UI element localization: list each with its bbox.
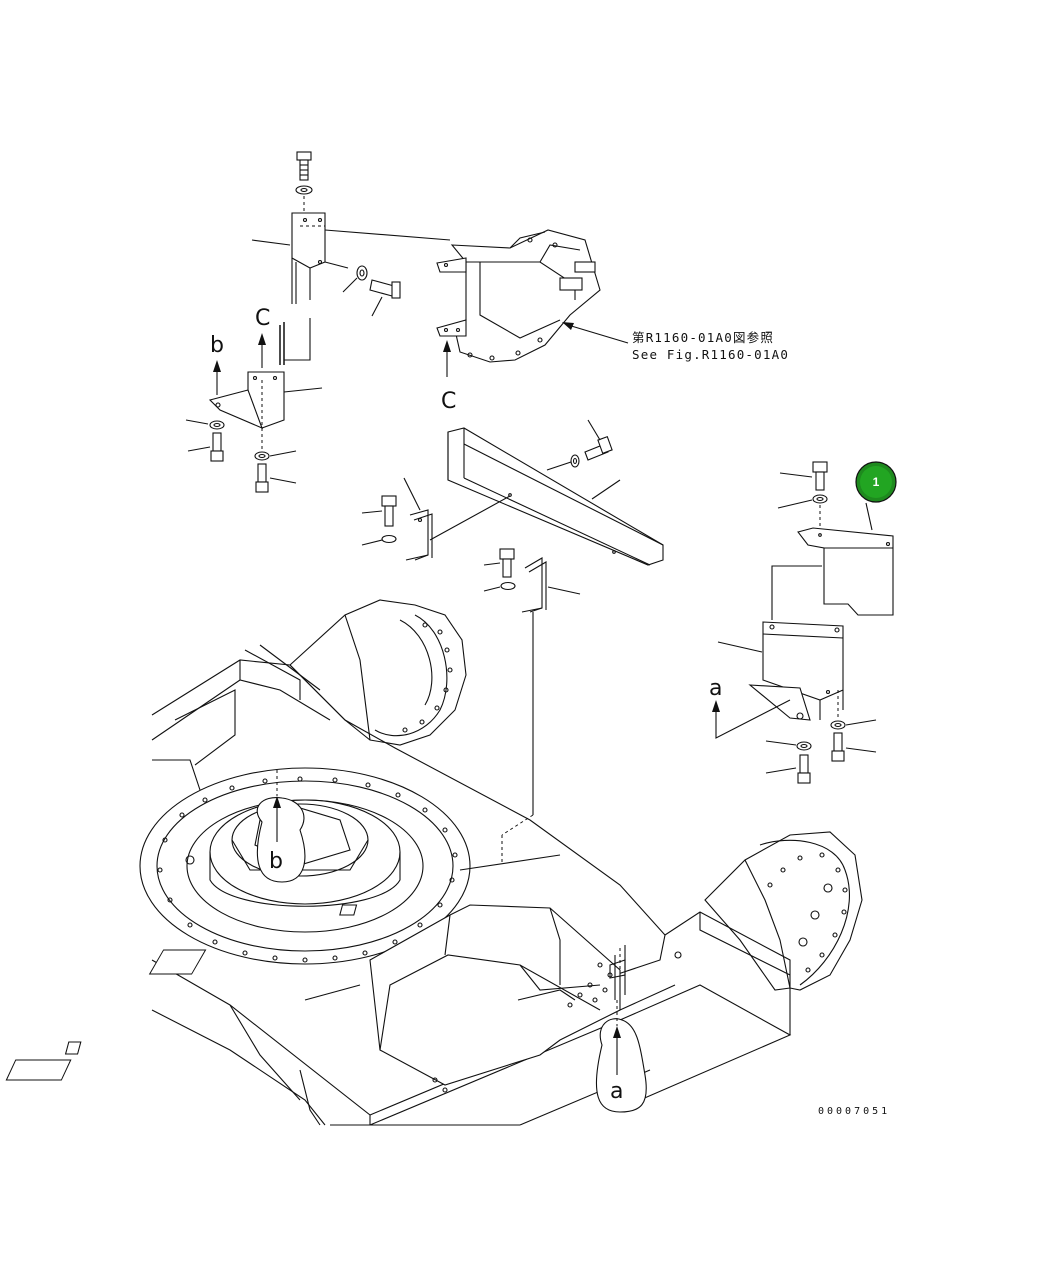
reference-cover-assembly: [436, 229, 601, 363]
boss-holes-right: [767, 852, 848, 973]
cover-plate-part-1: [797, 527, 894, 616]
left-washer-1: [209, 420, 225, 430]
main-frame: b: [5, 599, 863, 1126]
view-label-b: b: [210, 333, 224, 358]
view-label-c-lower: C: [441, 389, 456, 414]
swing-circle-holes: [157, 776, 458, 963]
reference-note-ja: 第R1160-01A0図参照: [632, 330, 774, 345]
callout-number: 1: [873, 475, 880, 489]
right-bolt-1: [831, 732, 845, 762]
view-arrow-c-lower: C: [441, 340, 456, 414]
beam-bolt: [584, 436, 613, 461]
view-arrow-a-right: a: [709, 676, 791, 739]
frame-marker-b: b: [256, 770, 306, 883]
right-bolt-2: [797, 754, 811, 784]
mid-bracket-right: [521, 557, 547, 613]
upper-washer: [295, 185, 313, 195]
boss-holes-left: [402, 622, 453, 733]
mid-washer-right: [500, 581, 516, 591]
view-arrow-b-upper: b: [210, 333, 224, 395]
side-bolt: [369, 279, 401, 299]
right-bolt-top: [812, 461, 828, 491]
document-code: 00007051: [818, 1106, 890, 1117]
left-bolt-2: [255, 463, 269, 493]
upper-bracket-plate: [291, 212, 326, 304]
beam-washer: [570, 454, 580, 468]
left-washer-2: [254, 451, 270, 461]
mid-washer-left: [381, 534, 397, 544]
lower-left-bracket: [208, 371, 323, 450]
mid-bracket-left: [405, 509, 433, 561]
left-bolt-1: [210, 432, 224, 462]
side-washer: [356, 265, 368, 281]
mid-bolt-right: [499, 548, 515, 578]
view-arrow-c-upper: C: [255, 306, 270, 368]
reference-leader-arrow: [562, 322, 629, 344]
upper-bolt: [296, 151, 312, 181]
frame-marker-a: a: [595, 1000, 647, 1113]
reference-note-en: See Fig.R1160-01A0: [632, 347, 789, 362]
c-channel-bracket: [279, 318, 311, 365]
lower-right-bracket: [748, 621, 844, 721]
right-washer-1: [830, 720, 846, 730]
right-washer-2: [796, 741, 812, 751]
view-label-a-frame: a: [610, 1079, 623, 1104]
view-label-a: a: [709, 676, 722, 701]
view-label-b-frame: b: [269, 849, 283, 874]
angle-beam: [447, 427, 664, 566]
mid-bolt-left: [381, 495, 397, 527]
view-label-c: C: [255, 306, 270, 331]
right-washer-top: [812, 494, 828, 504]
callout-1: 1: [855, 461, 897, 503]
